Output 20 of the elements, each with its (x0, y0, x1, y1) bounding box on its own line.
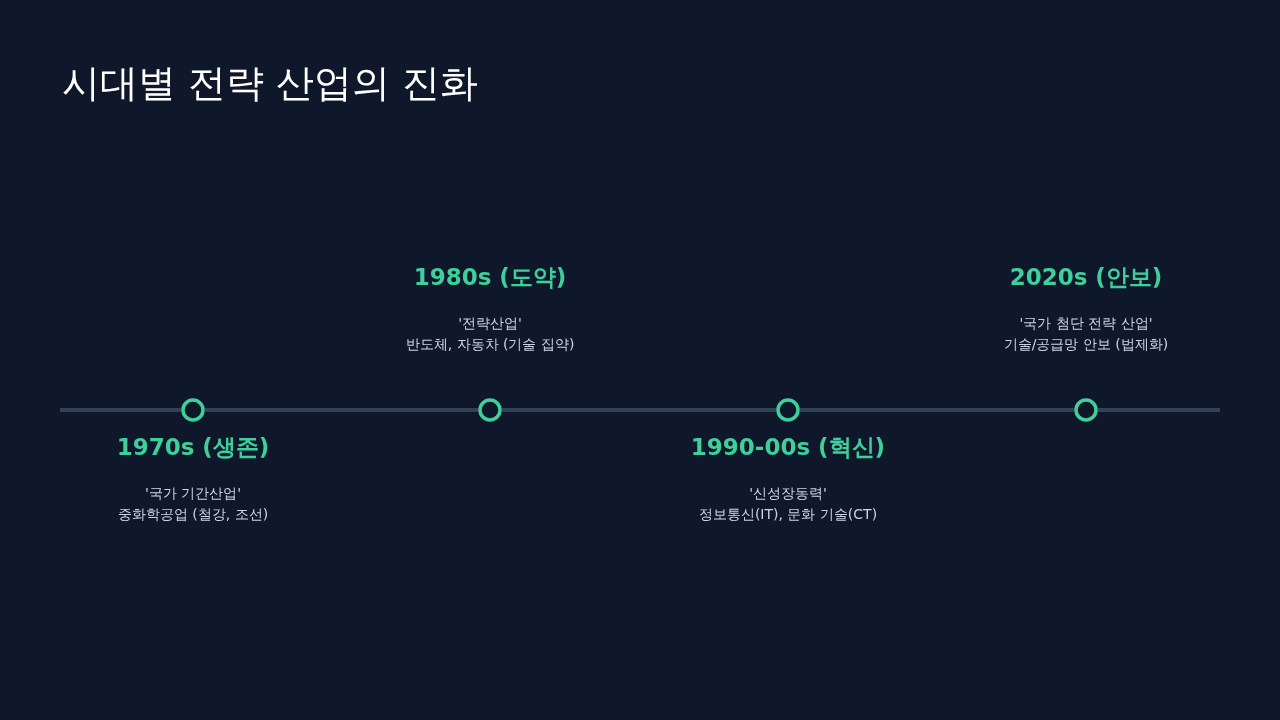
timeline-segment (800, 408, 1074, 412)
timeline-marker (776, 398, 800, 422)
era-heading: 1980s (도약) (413, 263, 567, 292)
timeline-marker (1074, 398, 1098, 422)
slide-title: 시대별 전략 산업의 진화 (62, 60, 479, 107)
timeline-segment (502, 408, 776, 412)
timeline-marker (478, 398, 502, 422)
timeline-marker (181, 398, 205, 422)
era-description: 기술/공급망 안보 (법제화) (1003, 335, 1169, 354)
timeline-segment (205, 408, 478, 412)
era-heading: 2020s (안보) (1009, 263, 1163, 292)
era-description: 반도체, 자동차 (기술 집약) (405, 335, 575, 354)
era-description: 중화학공업 (철강, 조선) (117, 505, 269, 524)
era-slogan: '국가 기간산업' (144, 484, 242, 503)
era-heading: 1990-00s (혁신) (690, 433, 886, 462)
era-slogan: '국가 첨단 전략 산업' (1019, 314, 1153, 333)
era-heading: 1970s (생존) (116, 433, 270, 462)
era-slogan: '전략산업' (458, 314, 522, 333)
era-description: 정보통신(IT), 문화 기술(CT) (698, 505, 878, 524)
era-slogan: '신성장동력' (749, 484, 827, 503)
